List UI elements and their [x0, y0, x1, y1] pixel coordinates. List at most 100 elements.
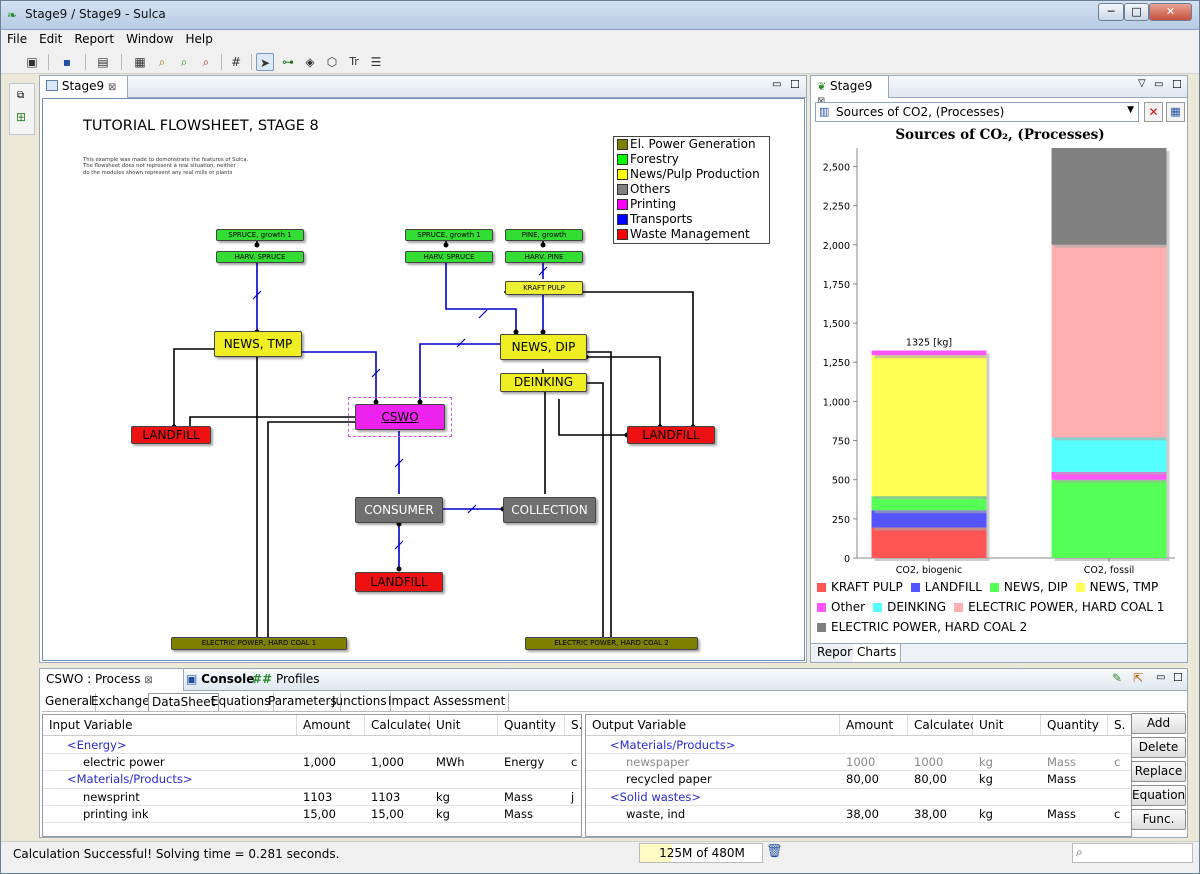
node-harv-spruce-2[interactable]: HARV. SPRUCE: [405, 251, 493, 263]
node-consumer[interactable]: CONSUMER: [355, 497, 443, 523]
edit-icon[interactable]: ✎: [1112, 671, 1123, 685]
cube-icon[interactable]: ⬡: [326, 55, 338, 69]
node-harv-pine[interactable]: HARV. PINE: [505, 251, 583, 263]
tab-charts[interactable]: Charts: [853, 644, 902, 662]
tab-stage9-chart[interactable]: ❦ Stage9 ⊠: [811, 76, 889, 107]
menu-report[interactable]: Report: [74, 32, 115, 46]
trash-icon[interactable]: 🗑: [766, 844, 783, 859]
delete-button[interactable]: Delete: [1131, 737, 1186, 758]
grid-icon[interactable]: #: [230, 55, 242, 69]
subtab-impact-assessment[interactable]: Impact Assessment: [385, 693, 510, 711]
node-news-dip[interactable]: NEWS, DIP: [500, 334, 587, 360]
node-harv-spruce-1[interactable]: HARV. SPRUCE: [216, 251, 304, 263]
chevron-down-icon[interactable]: ▼: [1127, 105, 1134, 115]
node-landfill-right[interactable]: LANDFILL: [627, 426, 715, 444]
col-header-s[interactable]: S.: [565, 715, 581, 735]
table-icon[interactable]: ▦: [134, 55, 146, 69]
maximize-view-icon[interactable]: ☐: [1172, 78, 1182, 91]
equation-button[interactable]: Equation: [1131, 785, 1186, 806]
minimize-view-icon[interactable]: ▭: [772, 79, 782, 90]
node-collection[interactable]: COLLECTION: [503, 497, 596, 523]
menu-file[interactable]: File: [7, 32, 28, 46]
minimize-view-icon[interactable]: ▭: [1156, 672, 1166, 683]
replace-button[interactable]: Replace: [1131, 761, 1186, 782]
table-row[interactable]: <Solid wastes>: [586, 789, 1131, 806]
node-landfill-left[interactable]: LANDFILL: [131, 426, 211, 444]
restore-icon[interactable]: ⧉: [17, 90, 25, 101]
minimize-view-icon[interactable]: ▭: [1154, 79, 1164, 90]
subtab-junctions[interactable]: Junctions: [329, 693, 391, 711]
subtab-parameters[interactable]: Parameters: [265, 693, 341, 711]
close-tab-icon[interactable]: ⊠: [107, 82, 117, 93]
close-tab-icon[interactable]: ⊠: [817, 96, 825, 107]
subtab-datasheet[interactable]: DataSheet: [148, 693, 220, 711]
col-header-amount[interactable]: Amount: [840, 715, 908, 735]
node-news-tmp[interactable]: NEWS, TMP: [214, 331, 302, 357]
connect-icon[interactable]: ⊶: [282, 55, 294, 69]
minimize-button[interactable]: ─: [1098, 3, 1124, 21]
chart-selector[interactable]: ▥ Sources of CO2, (Processes) ▼: [815, 102, 1139, 122]
hierarchy-icon[interactable]: ⊞: [16, 110, 27, 124]
module-icon[interactable]: ◈: [305, 55, 315, 69]
view-menu-icon[interactable]: ▽: [1138, 78, 1146, 89]
node-electric-power-1[interactable]: ELECTRIC POWER, HARD COAL 1: [171, 637, 347, 650]
close-tab-icon[interactable]: ⊠: [144, 675, 153, 686]
col-header-output-variable[interactable]: Output Variable: [586, 715, 840, 735]
maximize-button[interactable]: □: [1124, 3, 1149, 21]
col-header-unit[interactable]: Unit: [430, 715, 498, 735]
select-pointer-icon[interactable]: ➤: [256, 53, 274, 71]
menu-edit[interactable]: Edit: [39, 32, 63, 46]
zoom-icon[interactable]: ⌕: [158, 55, 166, 69]
table-row[interactable]: <Materials/Products>: [43, 771, 581, 789]
tab-profiles[interactable]: ## Profiles: [252, 672, 320, 686]
delete-chart-icon[interactable]: ✕: [1144, 102, 1163, 122]
col-header-s[interactable]: S.: [1108, 715, 1131, 735]
zoom-in-icon[interactable]: ⌕: [180, 55, 188, 69]
node-deinking[interactable]: DEINKING: [500, 373, 587, 392]
add-button[interactable]: Add: [1131, 713, 1186, 734]
maximize-view-icon[interactable]: ☐: [790, 78, 800, 91]
save-icon[interactable]: ▪: [62, 55, 72, 69]
tab-console[interactable]: ▣ Console: [186, 672, 254, 686]
col-header-input-variable[interactable]: Input Variable: [43, 715, 297, 735]
col-header-unit[interactable]: Unit: [973, 715, 1041, 735]
table-row[interactable]: <Materials/Products>: [586, 737, 1131, 755]
col-header-quantity[interactable]: Quantity: [1041, 715, 1108, 735]
node-pine-growth[interactable]: PINE, growth: [505, 229, 583, 241]
status-search-input[interactable]: ⌕: [1072, 843, 1193, 863]
table-view-icon[interactable]: ▦: [1166, 102, 1185, 122]
menu-window[interactable]: Window: [126, 32, 174, 46]
node-spruce-growth-2[interactable]: SPRUCE, growth 1: [405, 229, 493, 241]
col-header-quantity[interactable]: Quantity: [498, 715, 565, 735]
col-header-calculated[interactable]: Calculated: [365, 715, 435, 735]
menu-help[interactable]: Help: [185, 32, 213, 46]
node-kraft-pulp[interactable]: KRAFT PULP: [505, 281, 583, 295]
col-header-calculated[interactable]: Calculated: [908, 715, 978, 735]
close-window-button[interactable]: ✕: [1149, 3, 1192, 21]
memory-gauge[interactable]: 125M of 480M: [639, 843, 763, 863]
table-row[interactable]: <Energy>: [43, 737, 581, 755]
list-icon[interactable]: ☰: [370, 55, 382, 69]
func-button[interactable]: Func.: [1131, 809, 1186, 830]
tab-stage9-editor[interactable]: Stage9 ⊠: [40, 76, 128, 98]
export-icon[interactable]: ⇱: [1133, 671, 1144, 685]
col-header-amount[interactable]: Amount: [297, 715, 365, 735]
node-spruce-growth-1[interactable]: SPRUCE, growth 1: [216, 229, 304, 241]
maximize-view-icon[interactable]: ☐: [1173, 671, 1183, 684]
calculator-icon[interactable]: ▤: [97, 55, 109, 69]
tab-cswo-process[interactable]: CSWO : Process ⊠: [40, 669, 184, 691]
node-landfill-bottom[interactable]: LANDFILL: [355, 572, 443, 592]
node-electric-power-2[interactable]: ELECTRIC POWER, HARD COAL 2: [525, 637, 698, 650]
subtab-general[interactable]: General: [42, 693, 97, 711]
zoom-out-icon[interactable]: ⌕: [202, 55, 210, 69]
subtab-equations[interactable]: Equations: [208, 693, 275, 711]
text-tool-icon[interactable]: Tr: [349, 55, 359, 68]
new-file-icon[interactable]: ▣: [26, 55, 38, 69]
node-cswo[interactable]: CSWO: [355, 404, 445, 430]
